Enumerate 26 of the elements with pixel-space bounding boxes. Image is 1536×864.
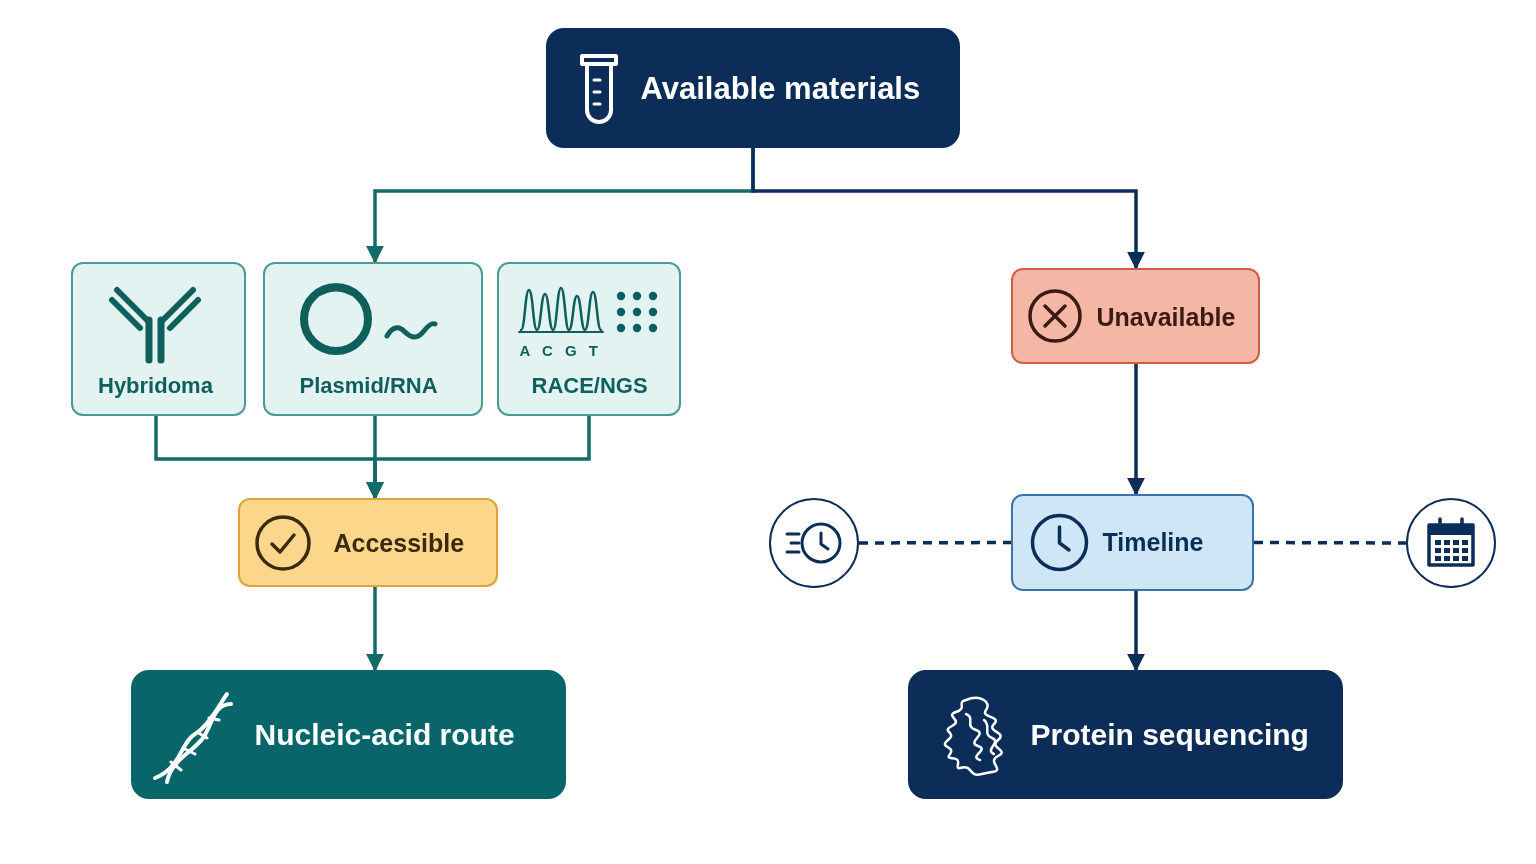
route-box <box>908 670 1343 799</box>
node-label: RACE/NGS <box>531 374 648 397</box>
node-label: Timeline <box>1102 530 1204 555</box>
node-label: Accessible <box>333 531 465 556</box>
arrow <box>1127 364 1145 496</box>
node-label: Protein sequencing <box>1030 719 1309 750</box>
material-box <box>497 262 681 416</box>
sequence-letters: A C G T <box>519 343 602 358</box>
status-box <box>238 498 498 587</box>
start-box <box>546 28 960 148</box>
arrow <box>1127 591 1145 672</box>
dashed-connector <box>859 540 1011 545</box>
material-box <box>71 262 246 416</box>
node-label: Available materials <box>640 73 921 104</box>
arrow <box>366 587 384 672</box>
status-box <box>1011 268 1260 364</box>
node-label: Hybridoma <box>98 374 213 397</box>
arrow <box>751 148 1145 270</box>
node-label: Nucleic-acid route <box>254 719 515 750</box>
dashed-connector <box>1254 540 1406 545</box>
node-label: Unavailable <box>1096 305 1236 330</box>
arrow <box>366 416 591 500</box>
material-box <box>263 262 483 416</box>
status-box <box>1011 494 1254 591</box>
node-label: Plasmid/RNA <box>299 374 438 397</box>
route-box <box>131 670 566 799</box>
